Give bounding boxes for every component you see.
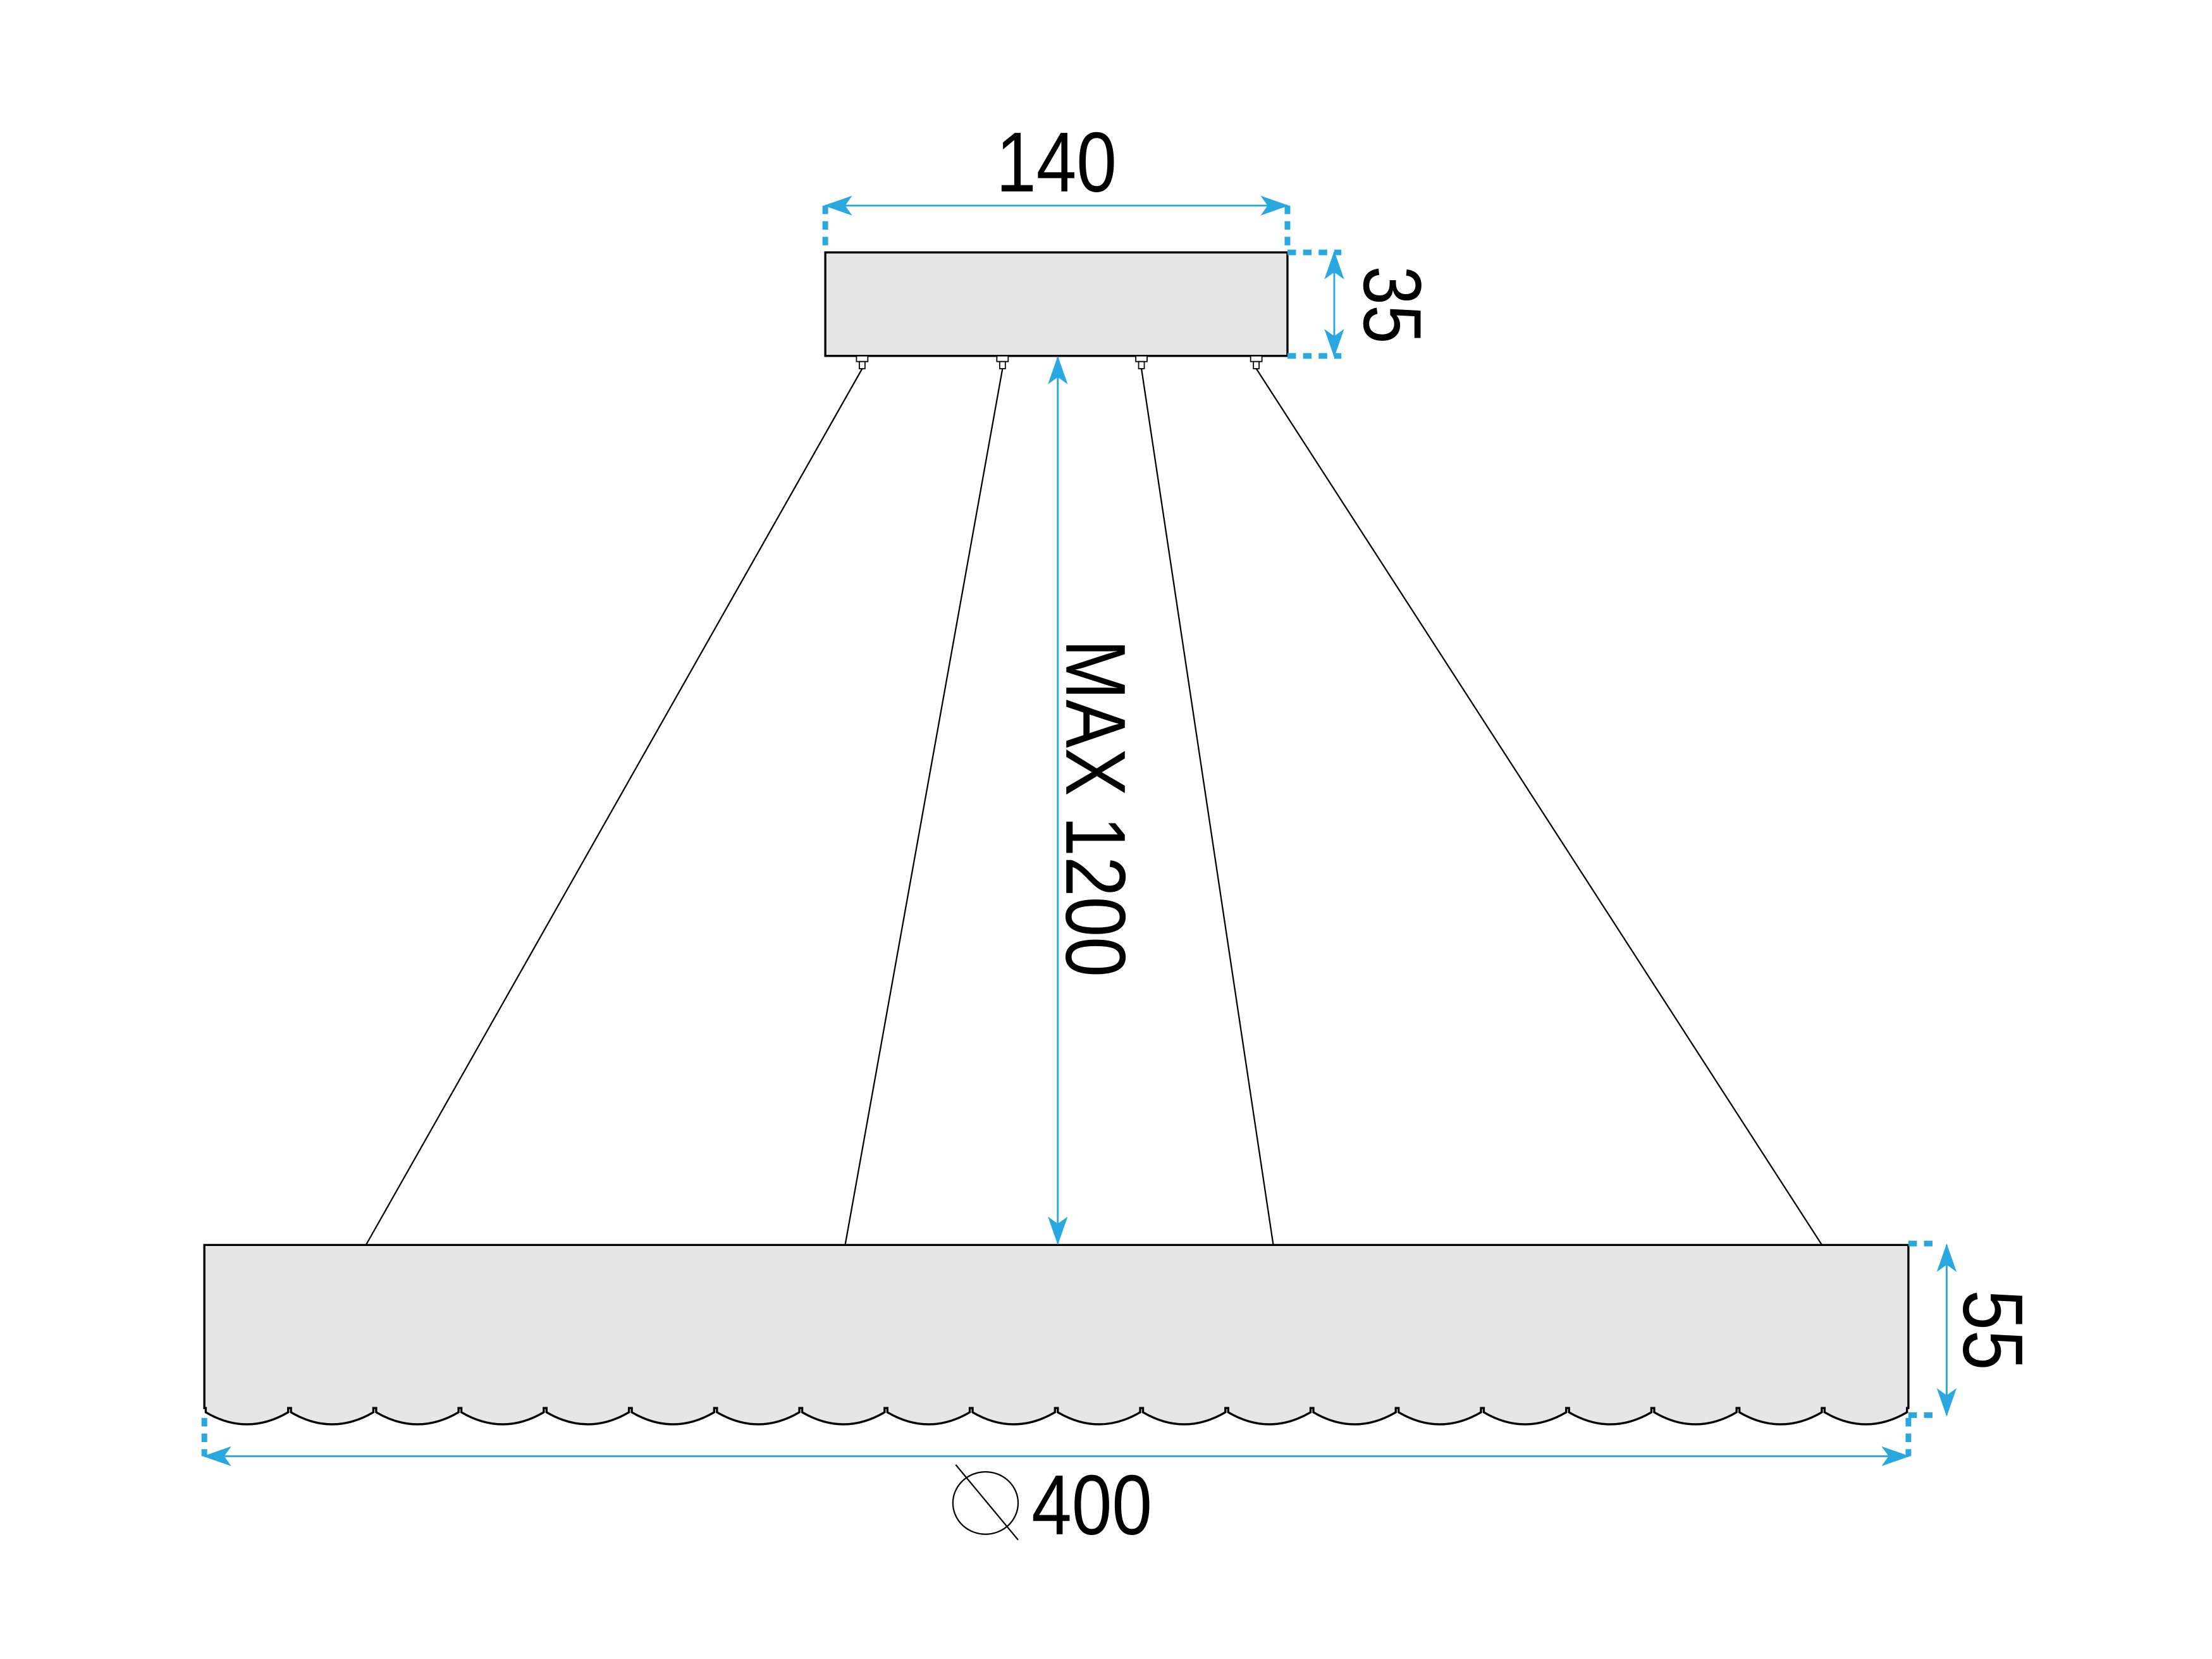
lamp-ring — [203, 1243, 1910, 1426]
ring-diameter-label: 400 — [1031, 1458, 1152, 1553]
canopy-width-label: 140 — [996, 115, 1117, 210]
suspension-wires — [365, 368, 1823, 1245]
dimension-ring-height: 55 — [1908, 1240, 2040, 1418]
max-length-label: MAX 1200 — [1048, 639, 1143, 977]
dimension-canopy-height: 35 — [1287, 249, 1438, 359]
diameter-icon — [952, 1464, 1019, 1541]
ring-height-label: 55 — [1945, 1290, 2040, 1370]
canopy-screws — [856, 355, 1263, 369]
ceiling-canopy — [824, 251, 1289, 369]
dimension-max-length: MAX 1200 — [1048, 355, 1143, 1245]
dimension-canopy-width: 140 — [822, 115, 1291, 253]
dimension-ring-diameter: 400 — [201, 1417, 1912, 1553]
canopy-height-label: 35 — [1346, 266, 1438, 344]
